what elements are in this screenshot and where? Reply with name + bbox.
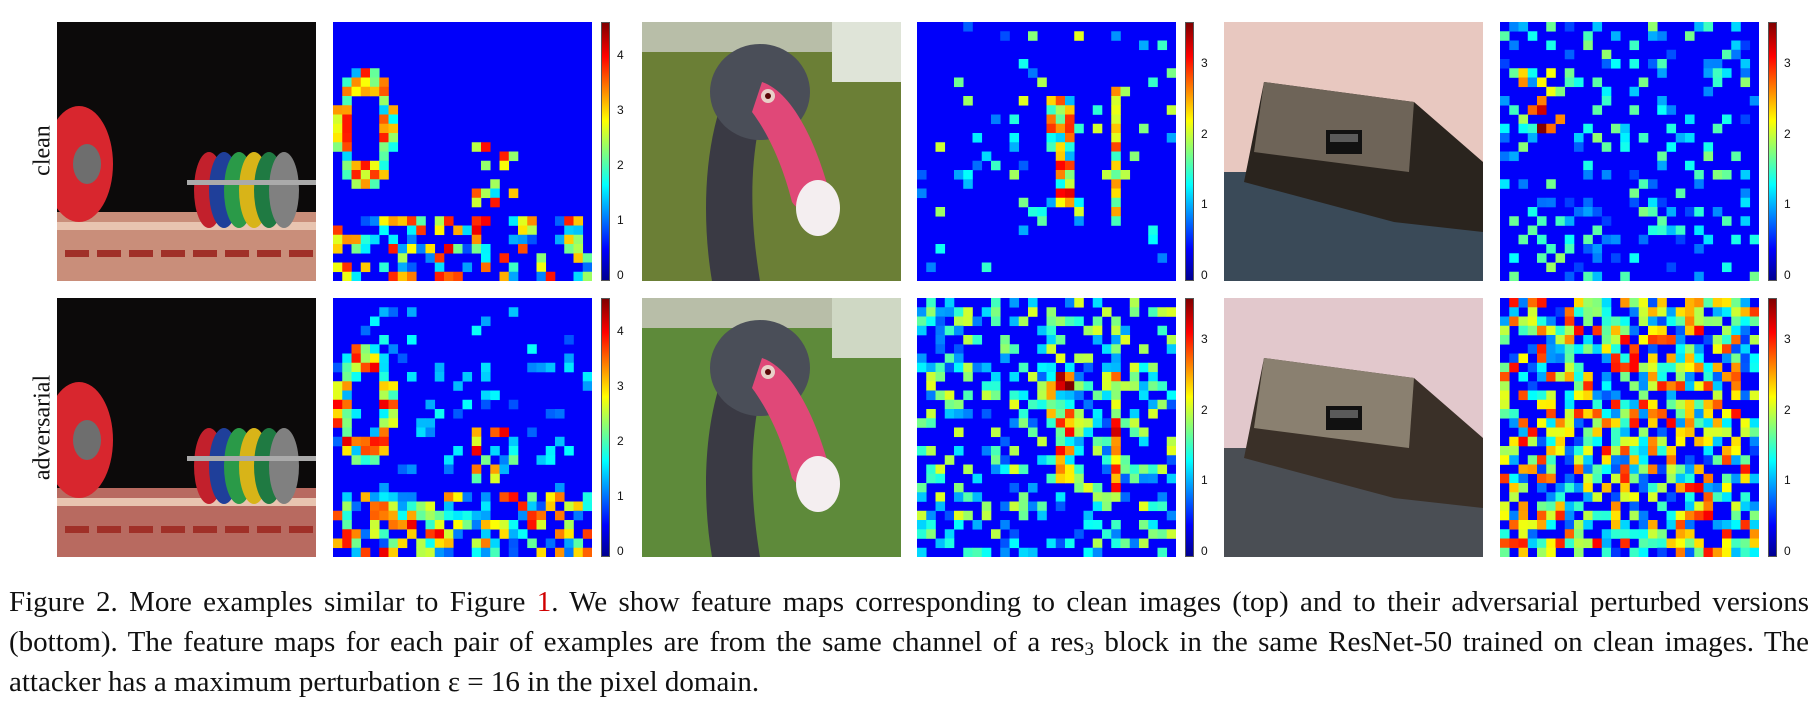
colorbar-ticks: 4 3 2 1 0 xyxy=(617,22,647,281)
input-photo xyxy=(1224,298,1483,557)
feature-map xyxy=(333,22,592,281)
caption-text-4: in the pixel domain. xyxy=(519,666,760,698)
colorbar-tick-label: 0 xyxy=(1784,544,1791,558)
feature-map-heatmap xyxy=(1500,22,1759,281)
caption-epsilon: ε = 16 xyxy=(447,666,520,698)
colorbar-tick-label: 2 xyxy=(1784,402,1791,417)
row-label-adversarial: adversarial xyxy=(29,374,56,481)
colorbar-tick-label: 1 xyxy=(1201,197,1208,212)
black-swan-photo xyxy=(642,22,901,281)
object-with-slot-photo xyxy=(1224,22,1483,281)
colorbar xyxy=(1768,22,1777,281)
black-swan-photo-adversarial xyxy=(642,298,901,557)
colorbar xyxy=(1768,298,1777,557)
figure-caption: Figure 2. More examples similar to Figur… xyxy=(9,582,1809,702)
colorbar-tick-label: 1 xyxy=(1201,473,1208,488)
colorbar-tick-label: 3 xyxy=(1201,56,1208,71)
colorbar-tick-label: 2 xyxy=(1201,126,1208,141)
colorbar-ticks: 3 2 1 0 xyxy=(1201,298,1231,557)
colorbar-tick-label: 2 xyxy=(617,434,624,449)
colorbar-ticks: 3 2 1 0 xyxy=(1784,298,1814,557)
colorbar-tick-label: 1 xyxy=(617,489,624,504)
colorbar-tick-label: 3 xyxy=(617,379,624,394)
colorbar-tick-label: 2 xyxy=(1201,402,1208,417)
colorbar-tick-label: 0 xyxy=(617,268,624,282)
feature-map xyxy=(1500,298,1759,557)
caption-text-3: block in the same ResNet-50 trained on c… xyxy=(9,626,1809,698)
row-label-clean: clean xyxy=(29,125,56,176)
barbell-weight-plates-photo-adversarial xyxy=(57,298,316,557)
feature-map xyxy=(917,22,1176,281)
input-photo xyxy=(57,298,316,557)
caption-text-2: . We show feature maps corresponding to … xyxy=(9,586,1810,658)
feature-map xyxy=(917,298,1176,557)
caption-subscript: 3 xyxy=(1084,639,1094,660)
colorbar xyxy=(1185,298,1194,557)
input-photo xyxy=(642,298,901,557)
colorbar-tick-label: 1 xyxy=(617,213,624,228)
colorbar-tick-label: 0 xyxy=(617,544,624,558)
colorbar-tick-label: 3 xyxy=(617,103,624,118)
colorbar-tick-label: 3 xyxy=(1201,332,1208,347)
colorbar xyxy=(601,22,610,281)
feature-map-heatmap xyxy=(333,22,592,281)
caption-text-1: Figure 2. More examples similar to Figur… xyxy=(9,586,537,618)
feature-map-heatmap xyxy=(1500,298,1759,557)
feature-map xyxy=(1500,22,1759,281)
colorbar xyxy=(1185,22,1194,281)
input-photo xyxy=(57,22,316,281)
colorbar-tick-label: 2 xyxy=(617,158,624,173)
colorbar xyxy=(601,298,610,557)
feature-map-heatmap xyxy=(333,298,592,557)
colorbar-tick-label: 3 xyxy=(1784,56,1791,71)
input-photo xyxy=(642,22,901,281)
colorbar-tick-label: 4 xyxy=(617,324,624,339)
colorbar-tick-label: 2 xyxy=(1784,126,1791,141)
colorbar-ticks: 4 3 2 1 0 xyxy=(617,298,647,557)
object-with-slot-photo-adversarial xyxy=(1224,298,1483,557)
colorbar-tick-label: 4 xyxy=(617,48,624,63)
colorbar-tick-label: 1 xyxy=(1784,197,1791,212)
colorbar-tick-label: 3 xyxy=(1784,332,1791,347)
colorbar-tick-label: 1 xyxy=(1784,473,1791,488)
colorbar-tick-label: 0 xyxy=(1784,268,1791,282)
feature-map-heatmap xyxy=(917,22,1176,281)
figure-reference-link[interactable]: 1 xyxy=(536,586,552,618)
barbell-weight-plates-photo xyxy=(57,22,316,281)
colorbar-ticks: 3 2 1 0 xyxy=(1201,22,1231,281)
figure-panel-grid: clean adversarial 4 3 2 1 0 3 2 1 0 3 2 1 0 4 3 2 1 0 3 2 1 0… xyxy=(29,22,1814,557)
colorbar-tick-label: 0 xyxy=(1201,268,1208,282)
colorbar-ticks: 3 2 1 0 xyxy=(1784,22,1814,281)
colorbar-tick-label: 0 xyxy=(1201,544,1208,558)
feature-map xyxy=(333,298,592,557)
input-photo xyxy=(1224,22,1483,281)
feature-map-heatmap xyxy=(917,298,1176,557)
